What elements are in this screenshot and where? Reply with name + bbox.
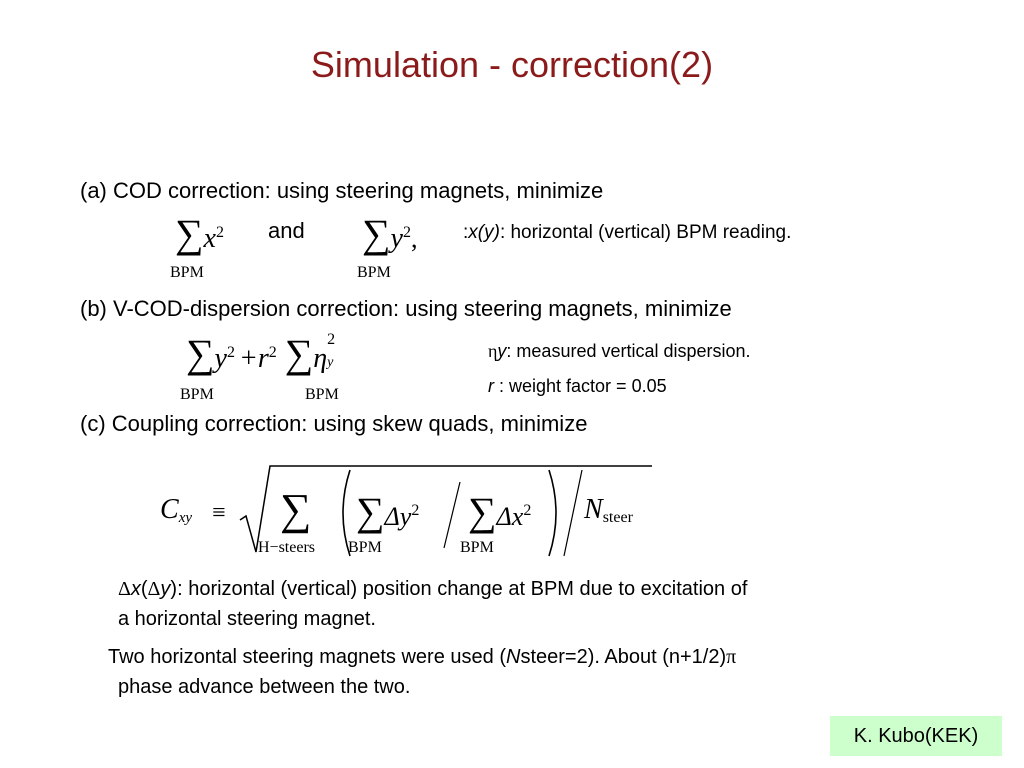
pi-symbol: π (726, 646, 737, 668)
c-subscript: xy (178, 510, 193, 527)
n-steer: Nsteer (584, 494, 633, 527)
steer-note-line1: Two horizontal steering magnets were use… (108, 646, 736, 669)
h-steers-label: H−steers (258, 539, 316, 556)
sum-x-squared: ∑x2 (175, 214, 224, 255)
n-subscript: steer (602, 509, 633, 527)
note-text: : weight factor = 0.05 (494, 376, 667, 396)
xy-note: :x(y): horizontal (vertical) BPM reading… (463, 222, 791, 244)
sum-symbol: ∑ (186, 331, 215, 376)
x-var: x (203, 223, 216, 254)
sum-symbol: ∑ (175, 211, 204, 256)
note-text: ): horizontal (vertical) position change… (170, 578, 748, 600)
delta-symbol: Δ (147, 578, 161, 600)
bpm-label: BPM (357, 264, 391, 281)
n-var: N (505, 646, 521, 668)
sum-symbol: ∑ (284, 331, 314, 376)
note-var: y (497, 341, 507, 361)
note-text: Two horizontal steering magnets were use… (108, 646, 506, 668)
bpm-label: BPM (180, 386, 214, 403)
cxy-symbol: Cxy (160, 494, 192, 527)
exponent: 2 (523, 501, 532, 519)
note-text: : measured vertical dispersion. (506, 341, 751, 361)
dy-var: Δy (384, 502, 412, 531)
part-a-heading: (a) COD correction: using steering magne… (80, 178, 604, 203)
sum-dy-squared: ∑Δy2 (356, 492, 419, 532)
sum-symbol: ∑ (362, 211, 391, 256)
n-var: N (584, 494, 603, 525)
division-slash (563, 469, 583, 557)
division-slash (443, 481, 461, 549)
exponent: 2 (226, 343, 235, 361)
paren-open: ( (140, 578, 148, 600)
sum-dx-squared: ∑Δx2 (468, 492, 531, 532)
exponent: 2 (327, 331, 336, 348)
right-paren (548, 469, 557, 557)
steer-note-line2: phase advance between the two. (118, 676, 411, 698)
equiv-symbol: ≡ (212, 500, 226, 526)
sum-symbol: ∑ (280, 485, 312, 534)
note-var: x(y) (468, 222, 500, 243)
author-credit: K. Kubo(KEK) (830, 716, 1002, 756)
comma: , (410, 224, 418, 253)
note-text: : horizontal (vertical) BPM reading. (499, 222, 792, 243)
part-b-heading: (b) V-COD-dispersion correction: using s… (80, 296, 732, 321)
left-paren (342, 469, 351, 557)
sum-h-steers: ∑ (280, 488, 311, 532)
eta-note: ηy: measured vertical dispersion. (488, 341, 751, 362)
plus-r: +r (238, 343, 269, 374)
sum-symbol: ∑ (468, 489, 497, 534)
sqrt-sign (239, 465, 652, 553)
y-var: y (160, 578, 171, 600)
note-prefix: : (463, 222, 469, 243)
x-var: x (130, 578, 141, 600)
exponent: 2 (402, 223, 411, 241)
delta-note-line1: Δx(Δy): horizontal (vertical) position c… (118, 578, 747, 601)
slide-title: Simulation - correction(2) (310, 44, 714, 85)
bpm-label: BPM (348, 539, 382, 556)
bpm-label: BPM (305, 386, 339, 403)
sum-symbol: ∑ (356, 489, 385, 534)
exponent: 2 (215, 223, 224, 241)
delta-symbol: Δ (118, 578, 131, 600)
note-text: steer=2). About (n+1/2) (520, 646, 727, 668)
exponent: 2 (268, 343, 277, 361)
note-var: r (488, 376, 494, 396)
part-c-heading: (c) Coupling correction: using skew quad… (80, 411, 588, 436)
eta-subscript: y (327, 355, 334, 370)
y-var: y (214, 343, 227, 374)
bpm-label: BPM (170, 264, 204, 281)
bpm-label: BPM (460, 539, 494, 556)
delta-note-line2: a horizontal steering magnet. (118, 608, 376, 630)
eta-symbol: η (488, 341, 498, 361)
eta-var: η (313, 343, 328, 374)
and-label: and (268, 218, 305, 243)
weight-note: r : weight factor = 0.05 (488, 376, 667, 397)
sum-y-squared: ∑y2, (362, 214, 417, 255)
c-var: C (160, 494, 179, 525)
dx-var: Δx (496, 502, 524, 531)
y-var: y (390, 223, 403, 254)
exponent: 2 (411, 501, 420, 519)
